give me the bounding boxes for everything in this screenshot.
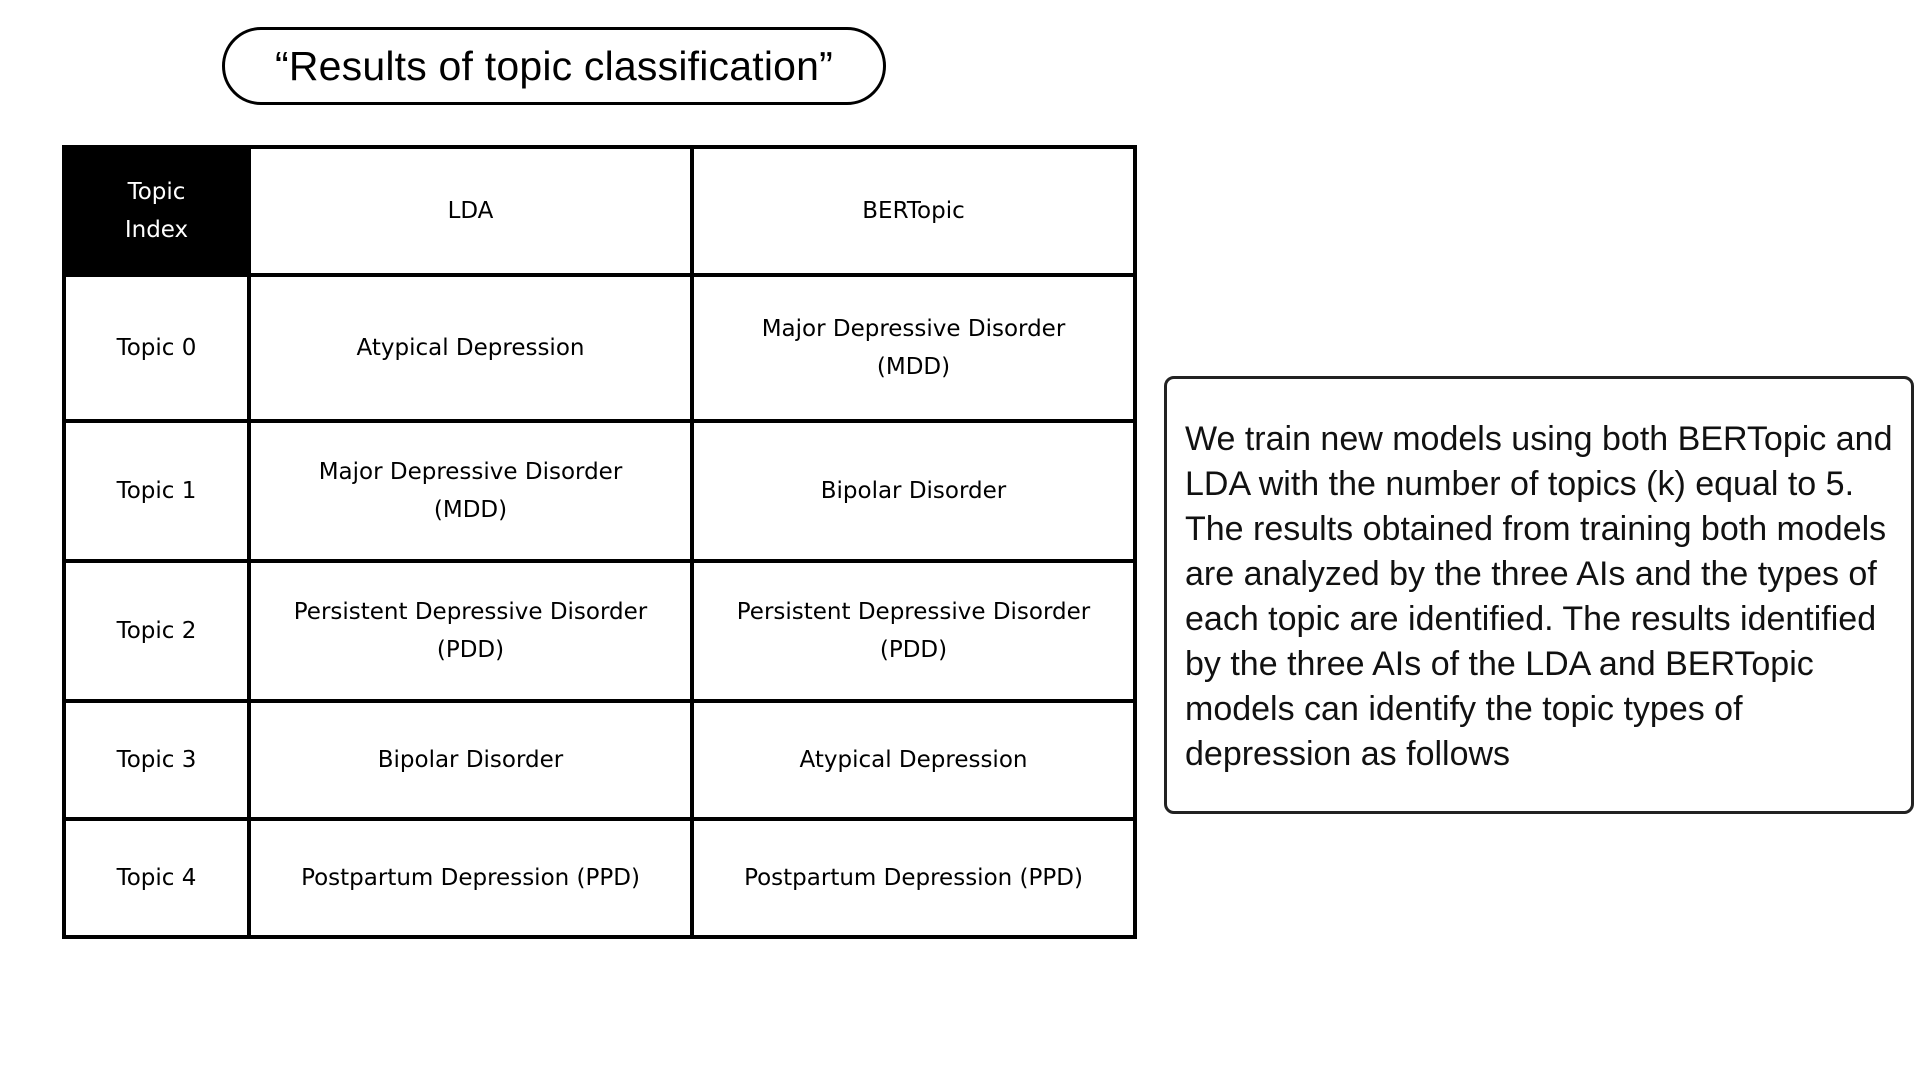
- page-title: “Results of topic classification”: [222, 27, 886, 105]
- lda-cell: Major Depressive Disorder (MDD): [247, 419, 694, 563]
- bertopic-cell: Persistent Depressive Disorder (PDD): [690, 559, 1137, 703]
- header-topic-index: Topic Index: [62, 145, 251, 277]
- bertopic-cell: Bipolar Disorder: [690, 419, 1137, 563]
- bertopic-cell-text: Persistent Depressive Disorder (PDD): [736, 599, 1091, 663]
- page-title-text: “Results of topic classification”: [274, 42, 834, 89]
- lda-cell-text: Major Depressive Disorder (MDD): [318, 459, 623, 523]
- bertopic-cell: Postpartum Depression (PPD): [690, 817, 1137, 939]
- description-text: We train new models using both BERTopic …: [1185, 420, 1893, 773]
- topic-index-cell: Topic 0: [62, 273, 251, 423]
- lda-cell-text: Persistent Depressive Disorder (PDD): [293, 599, 648, 663]
- lda-cell: Atypical Depression: [247, 273, 694, 423]
- lda-cell: Postpartum Depression (PPD): [247, 817, 694, 939]
- topic-index-cell: Topic 4: [62, 817, 251, 939]
- header-topic-index-label: Topic Index: [124, 179, 189, 243]
- lda-cell: Persistent Depressive Disorder (PDD): [247, 559, 694, 703]
- table-row: Topic 0 Atypical Depression Major Depres…: [62, 273, 1137, 423]
- table-row: Topic 4 Postpartum Depression (PPD) Post…: [62, 817, 1137, 939]
- header-lda: LDA: [247, 145, 694, 277]
- topic-index-cell: Topic 2: [62, 559, 251, 703]
- topic-index-cell: Topic 3: [62, 699, 251, 821]
- topic-classification-table: Topic Index LDA BERTopic Topic 0 Atypica…: [62, 145, 1137, 939]
- table-header-row: Topic Index LDA BERTopic: [62, 145, 1137, 277]
- table-row: Topic 2 Persistent Depressive Disorder (…: [62, 559, 1137, 703]
- lda-cell: Bipolar Disorder: [247, 699, 694, 821]
- bertopic-cell: Major Depressive Disorder (MDD): [690, 273, 1137, 423]
- bertopic-cell-text: Major Depressive Disorder (MDD): [761, 316, 1066, 380]
- table-row: Topic 3 Bipolar Disorder Atypical Depres…: [62, 699, 1137, 821]
- header-bertopic: BERTopic: [690, 145, 1137, 277]
- topic-index-cell: Topic 1: [62, 419, 251, 563]
- bertopic-cell: Atypical Depression: [690, 699, 1137, 821]
- table-row: Topic 1 Major Depressive Disorder (MDD) …: [62, 419, 1137, 563]
- description-box: We train new models using both BERTopic …: [1164, 376, 1914, 814]
